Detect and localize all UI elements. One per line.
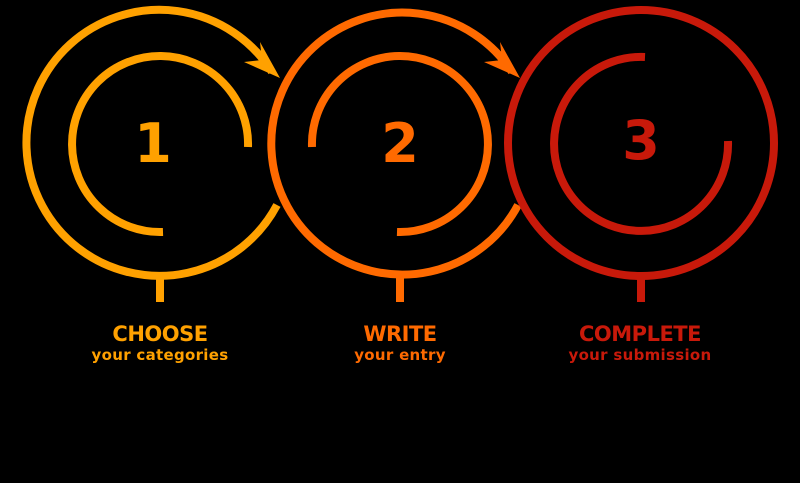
step-1-graphic [22, 5, 281, 302]
step-2-graphic [267, 8, 522, 302]
step-3-inner-arc [550, 52, 733, 235]
step-3-subtitle: your submission [568, 346, 712, 364]
step-2-label: WRITE your entry [300, 322, 500, 364]
step-1-outer-ring [22, 5, 281, 280]
step-2-subtitle: your entry [354, 346, 446, 364]
step-1-subtitle: your categories [91, 346, 229, 364]
step-3-graphic [504, 6, 778, 302]
step-1-arrow-icon [244, 42, 280, 78]
step-2-arrow-icon [484, 42, 520, 78]
step-3-number: 3 [622, 109, 660, 172]
step-1-label: CHOOSE your categories [60, 322, 260, 364]
step-1-inner-arc [68, 52, 253, 237]
step-2-number: 2 [381, 112, 419, 175]
step-2-outer-ring [267, 8, 522, 279]
step-2-inner-arc [307, 52, 492, 237]
step-3-label: COMPLETE your submission [540, 322, 740, 364]
step-3-title: COMPLETE [579, 322, 701, 346]
step-2-title: WRITE [363, 322, 437, 346]
step-1-title: CHOOSE [112, 322, 208, 346]
step-1-number: 1 [134, 112, 172, 175]
